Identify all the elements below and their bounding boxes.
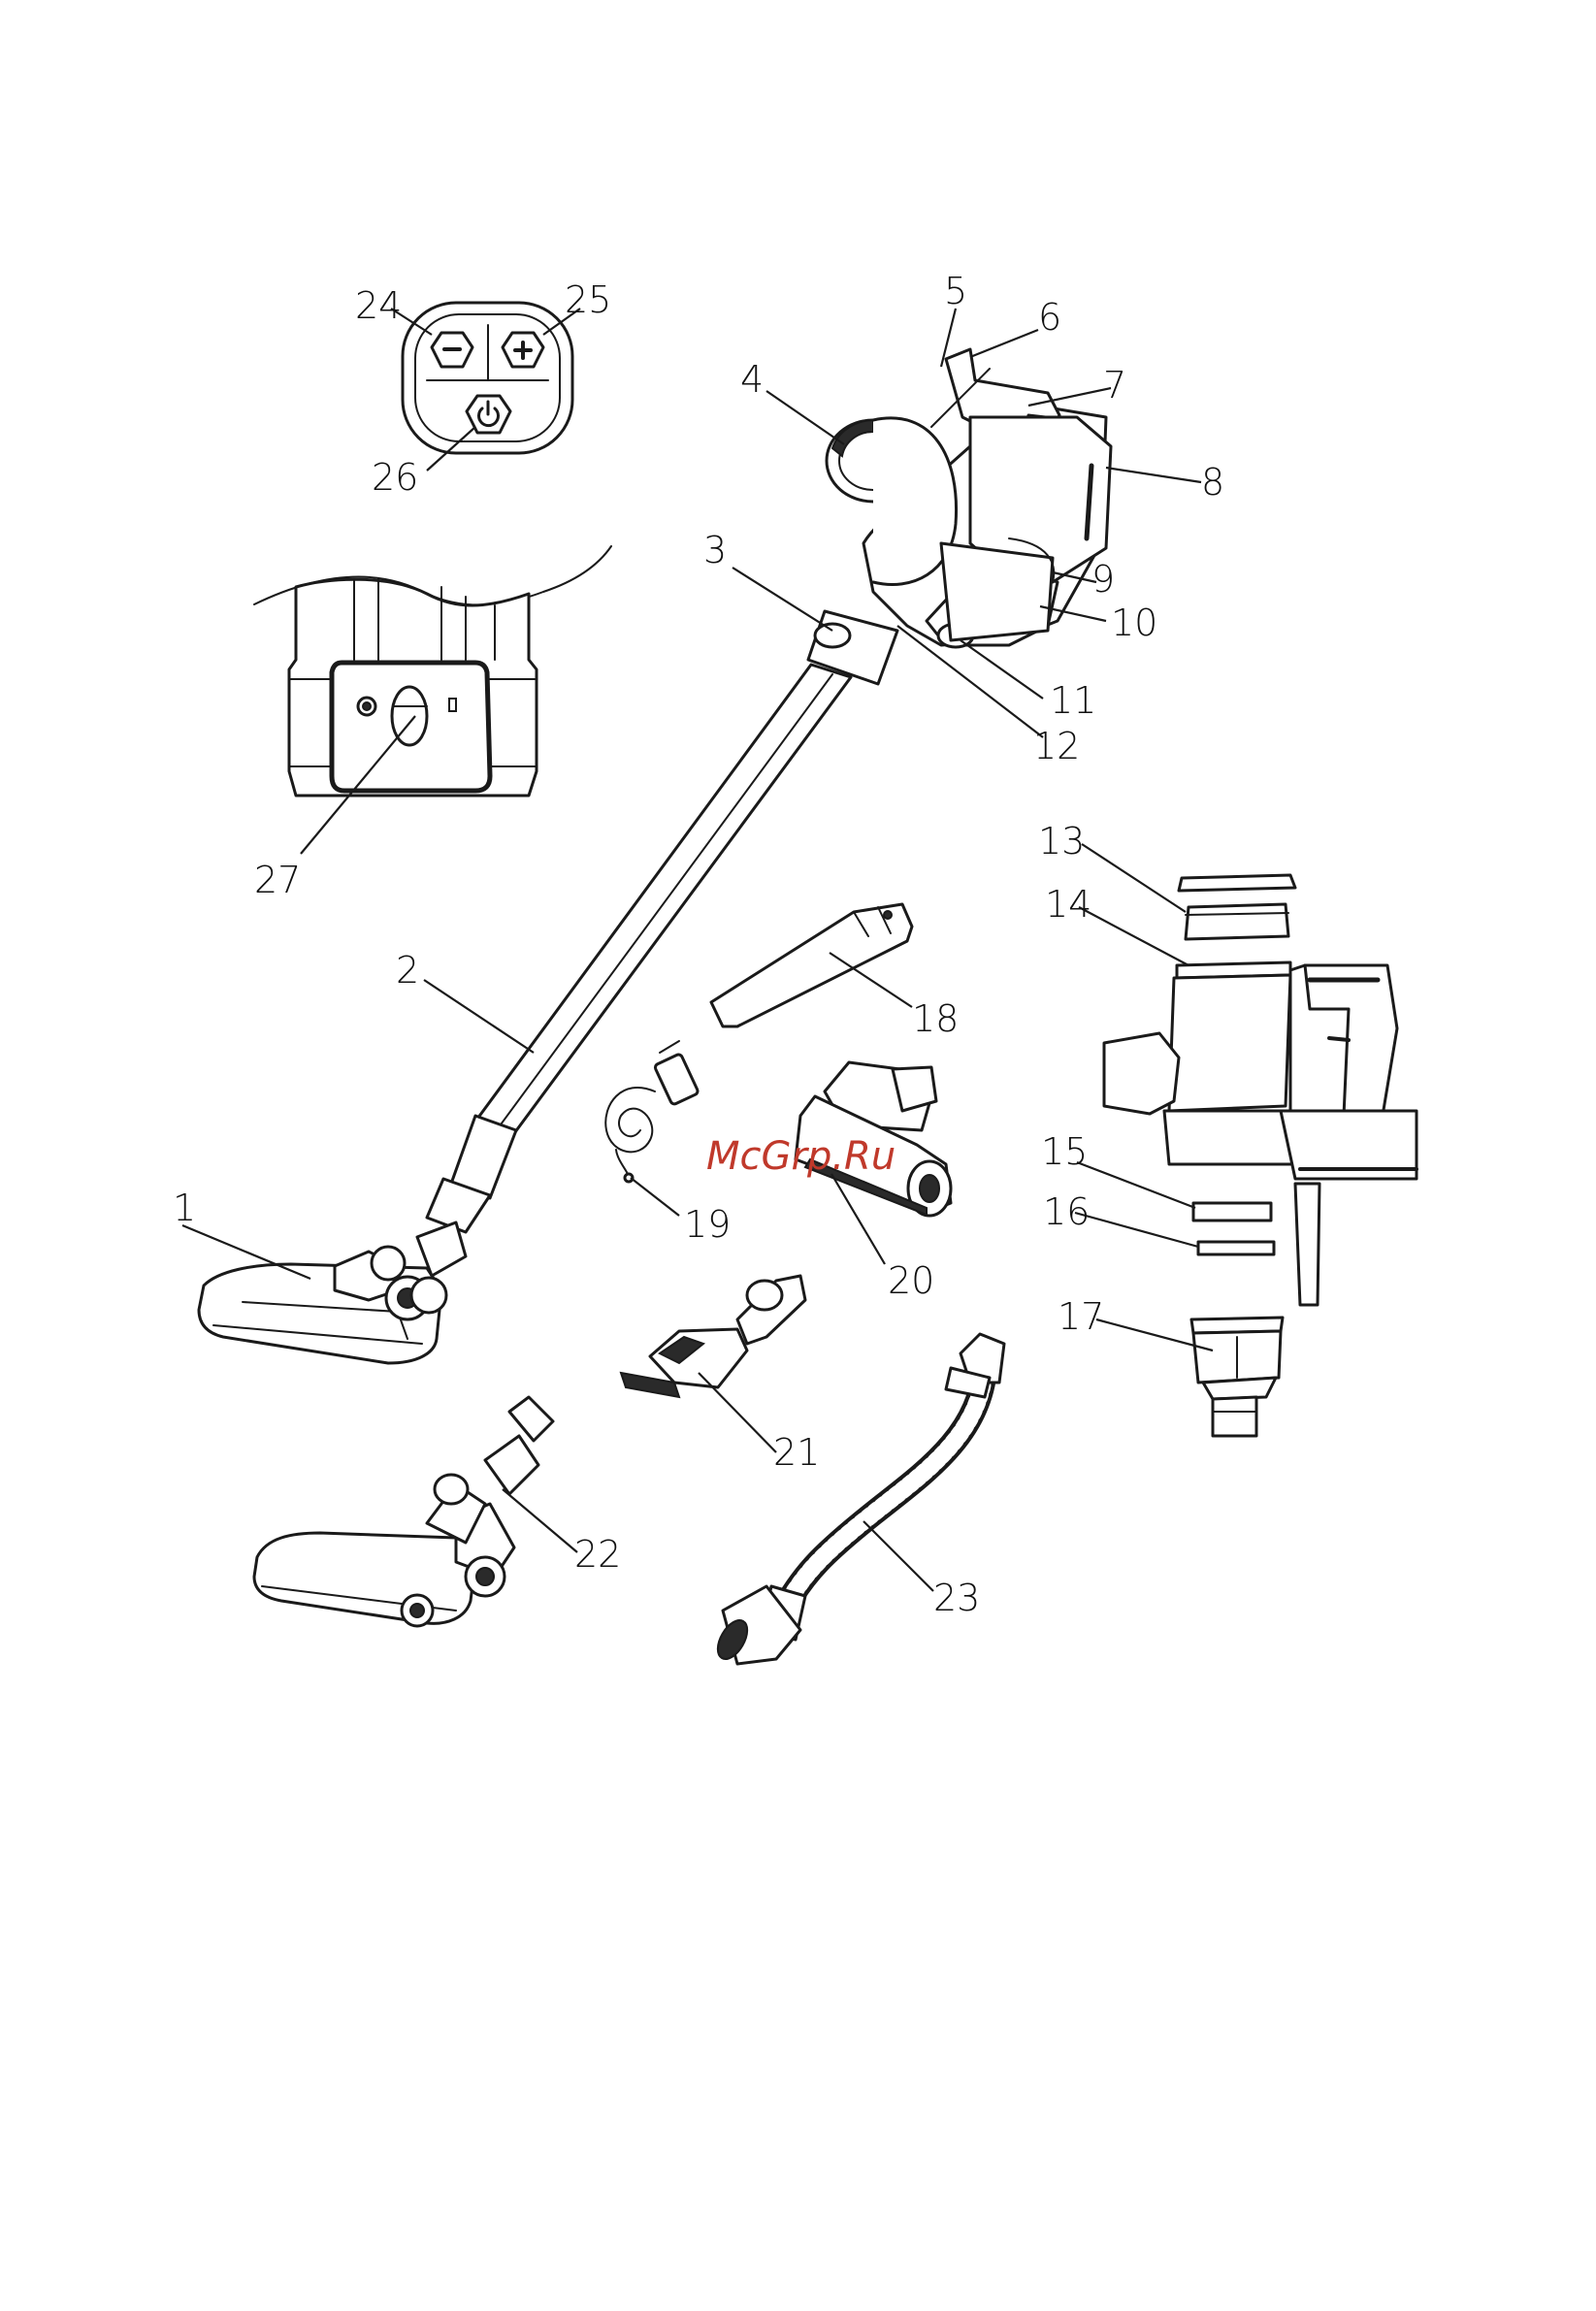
callout-13: 13	[1038, 820, 1085, 863]
callout-7: 7	[1103, 364, 1126, 407]
control-panel	[403, 303, 572, 453]
callout-10: 10	[1111, 602, 1157, 644]
callout-2: 2	[396, 949, 419, 992]
callout-22: 22	[574, 1533, 621, 1576]
callout-11: 11	[1050, 679, 1096, 722]
callout-19: 19	[684, 1203, 731, 1246]
callout-25: 25	[565, 278, 611, 321]
callout-26: 26	[372, 456, 418, 499]
exploded-handheld	[1104, 875, 1417, 1436]
callout-5: 5	[944, 270, 967, 312]
callout-6: 6	[1038, 296, 1061, 339]
charger-adapter	[605, 1041, 699, 1182]
callout-15: 15	[1041, 1130, 1088, 1173]
callout-23: 23	[933, 1577, 980, 1619]
callout-24: 24	[355, 284, 402, 327]
callout-4: 4	[740, 358, 764, 401]
watermark: McGrp.Ru	[706, 1134, 896, 1179]
callout-20: 20	[888, 1259, 934, 1302]
charging-port-closeup	[254, 546, 611, 796]
crevice-tool	[711, 904, 912, 1026]
callout-1: 1	[173, 1187, 196, 1229]
callout-16: 16	[1043, 1190, 1090, 1233]
callout-17: 17	[1058, 1295, 1104, 1338]
callout-27: 27	[254, 859, 301, 901]
callout-3: 3	[703, 529, 727, 571]
dusting-brush	[621, 1276, 805, 1397]
callout-18: 18	[912, 997, 959, 1040]
callout-9: 9	[1091, 558, 1115, 601]
callout-12: 12	[1033, 725, 1080, 767]
callout-21: 21	[773, 1431, 820, 1474]
callout-14: 14	[1045, 883, 1091, 926]
callout-8: 8	[1201, 461, 1224, 504]
vacuum-assembled	[199, 349, 1111, 1363]
mini-floor-head	[254, 1397, 553, 1626]
